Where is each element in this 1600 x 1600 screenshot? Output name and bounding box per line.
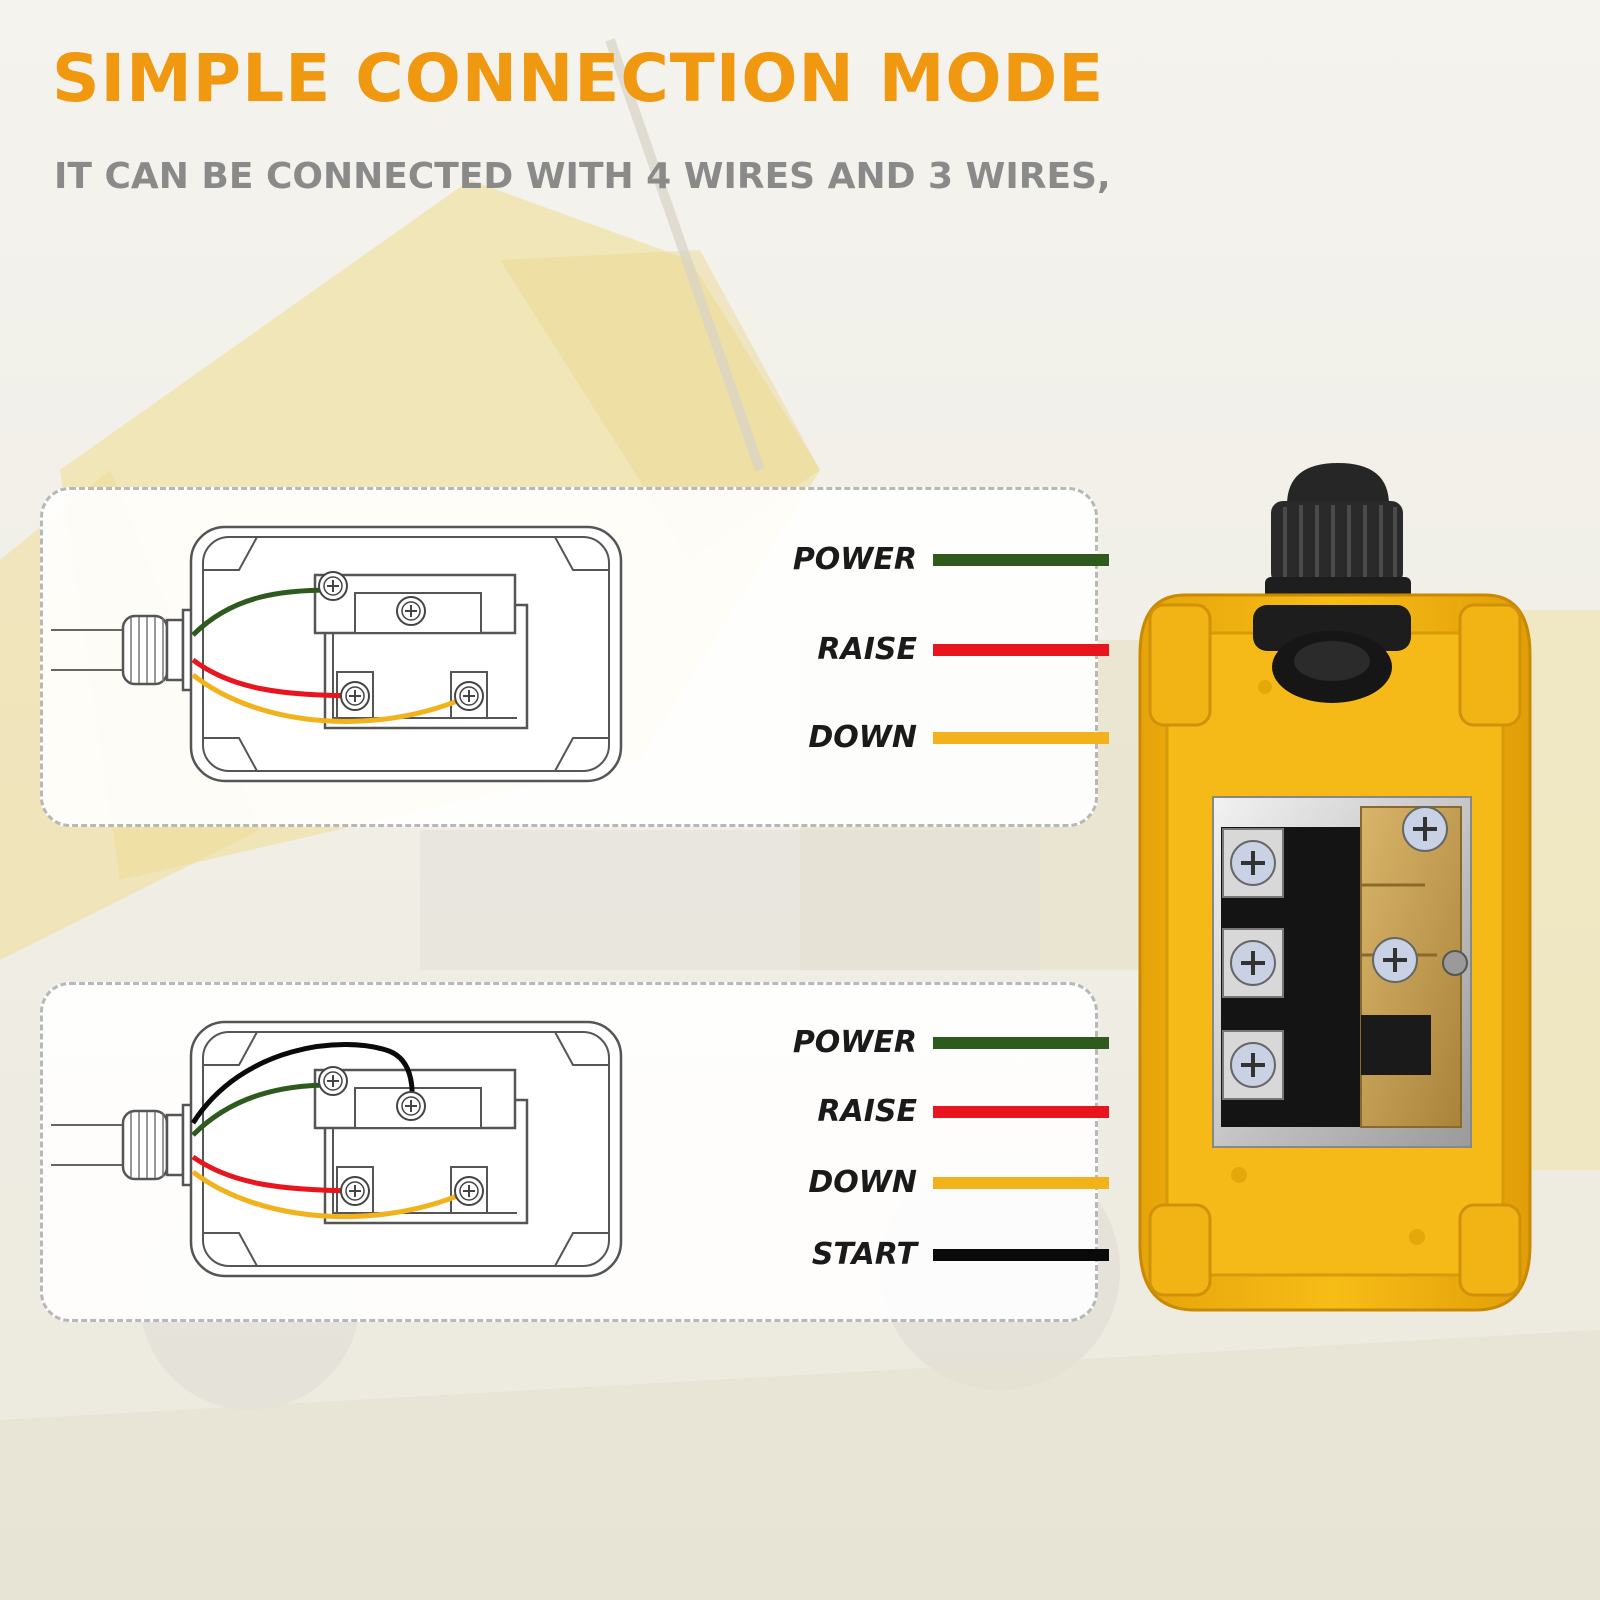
cable-gland bbox=[1265, 463, 1411, 603]
legend-swatch bbox=[933, 1177, 1109, 1189]
page-subtitle: IT CAN BE CONNECTED WITH 4 WIRES AND 3 W… bbox=[54, 156, 1111, 197]
terminal-screw-icon bbox=[1402, 806, 1448, 852]
legend-label: POWER bbox=[792, 542, 917, 577]
wire-raise bbox=[191, 657, 356, 699]
terminal-screw-icon bbox=[340, 681, 370, 711]
legend-label: RAISE bbox=[817, 1094, 917, 1129]
wiring-panel-4-wire: POWER RAISE DOWN START bbox=[40, 982, 1109, 1322]
cable-gland bbox=[121, 608, 197, 692]
terminal-screw-icon bbox=[1372, 937, 1418, 983]
adjust-screw-icon bbox=[1442, 950, 1468, 976]
terminal-screw-icon bbox=[1222, 828, 1284, 898]
legend-label: DOWN bbox=[808, 720, 917, 755]
legend-row-start: START bbox=[723, 1235, 1113, 1275]
legend-label: RAISE bbox=[817, 632, 917, 667]
switch-housing bbox=[189, 525, 623, 783]
wire-raise bbox=[191, 1154, 356, 1194]
terminal-screw-icon bbox=[340, 1176, 370, 1206]
legend-swatch bbox=[933, 1106, 1109, 1118]
legend-row-power: POWER bbox=[723, 540, 1113, 580]
wire-power bbox=[191, 587, 332, 637]
wiring-diagram-3-wire bbox=[51, 525, 623, 783]
legend-row-down: DOWN bbox=[723, 718, 1113, 758]
page-title: SIMPLE CONNECTION MODE bbox=[52, 40, 1105, 117]
wire-down bbox=[191, 1170, 471, 1220]
legend-row-down: DOWN bbox=[723, 1163, 1113, 1203]
terminal-screw-icon bbox=[454, 1176, 484, 1206]
pendant-switch-image bbox=[1138, 463, 1532, 1312]
wire-down bbox=[191, 673, 471, 724]
legend-swatch bbox=[933, 1249, 1109, 1261]
wiring-panel-3-wire: POWER RAISE DOWN bbox=[40, 487, 1109, 827]
legend-swatch bbox=[933, 1037, 1109, 1049]
legend-label: START bbox=[811, 1237, 917, 1272]
legend-row-power: POWER bbox=[723, 1023, 1113, 1063]
gland-nut bbox=[1253, 605, 1411, 703]
legend-label: DOWN bbox=[808, 1165, 917, 1200]
terminal-screw-icon bbox=[1222, 928, 1284, 998]
legend-label: POWER bbox=[792, 1025, 917, 1060]
terminal-screw-icon bbox=[1222, 1030, 1284, 1100]
switch-housing bbox=[189, 1020, 623, 1278]
cable-gland bbox=[121, 1103, 197, 1187]
terminal-screw-icon bbox=[318, 1066, 348, 1096]
terminal-screw-icon bbox=[396, 596, 426, 626]
legend-row-raise: RAISE bbox=[723, 630, 1113, 670]
legend-swatch bbox=[933, 644, 1109, 656]
terminal-screw-icon bbox=[454, 681, 484, 711]
legend-row-raise: RAISE bbox=[723, 1092, 1113, 1132]
micro-switch-block bbox=[313, 1068, 529, 1225]
terminal-screw-icon bbox=[396, 1091, 426, 1121]
legend-swatch bbox=[933, 732, 1109, 744]
wiring-diagram-4-wire bbox=[51, 1020, 623, 1278]
terminal-screw-icon bbox=[318, 571, 348, 601]
wire-start bbox=[190, 1042, 415, 1125]
legend-swatch bbox=[933, 554, 1109, 566]
wire-power bbox=[191, 1082, 332, 1137]
